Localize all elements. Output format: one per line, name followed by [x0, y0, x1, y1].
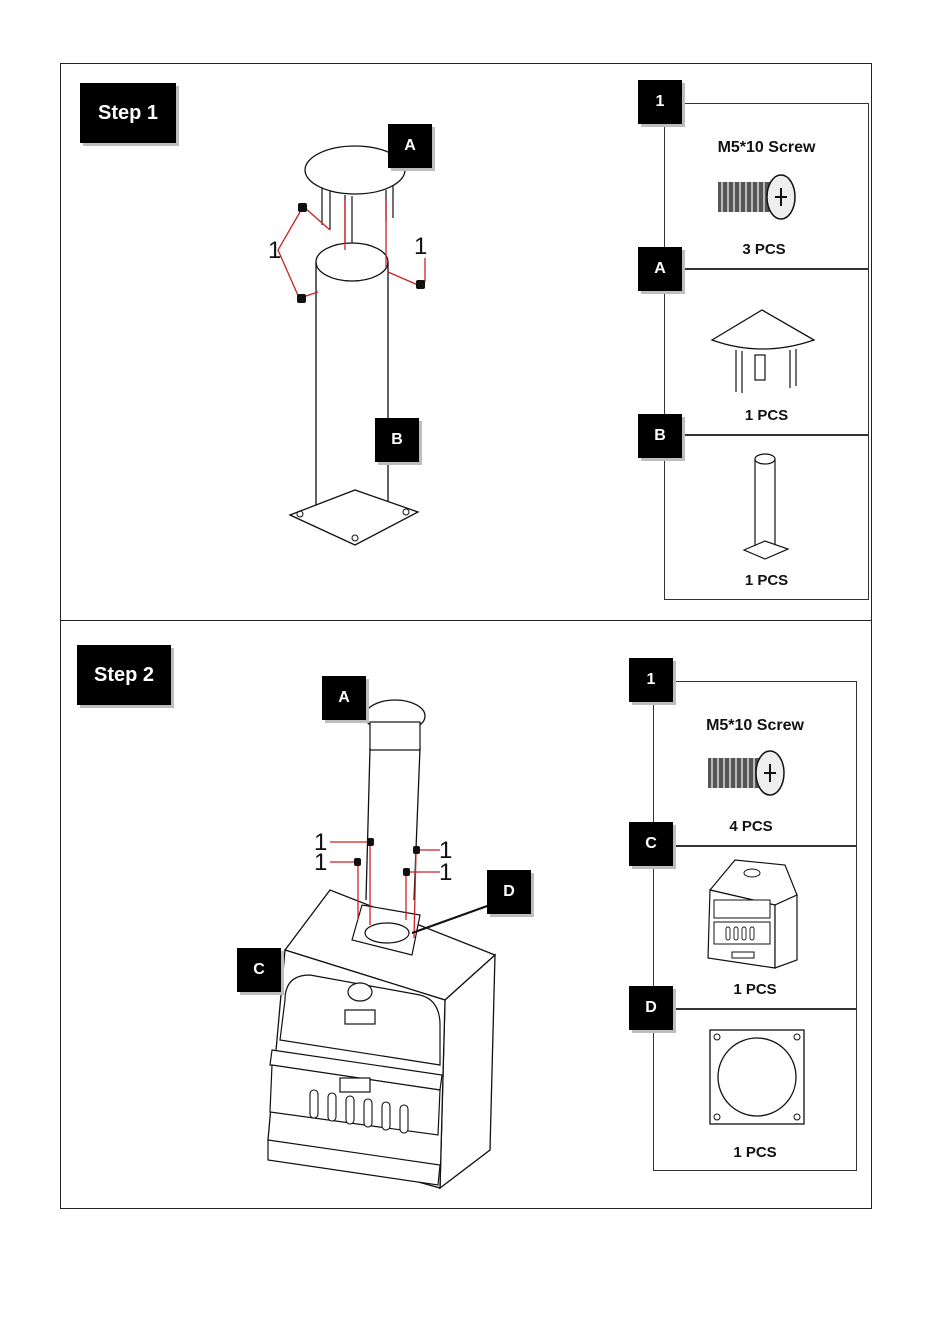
step2-plate-qty: 1 PCS — [653, 1144, 857, 1161]
